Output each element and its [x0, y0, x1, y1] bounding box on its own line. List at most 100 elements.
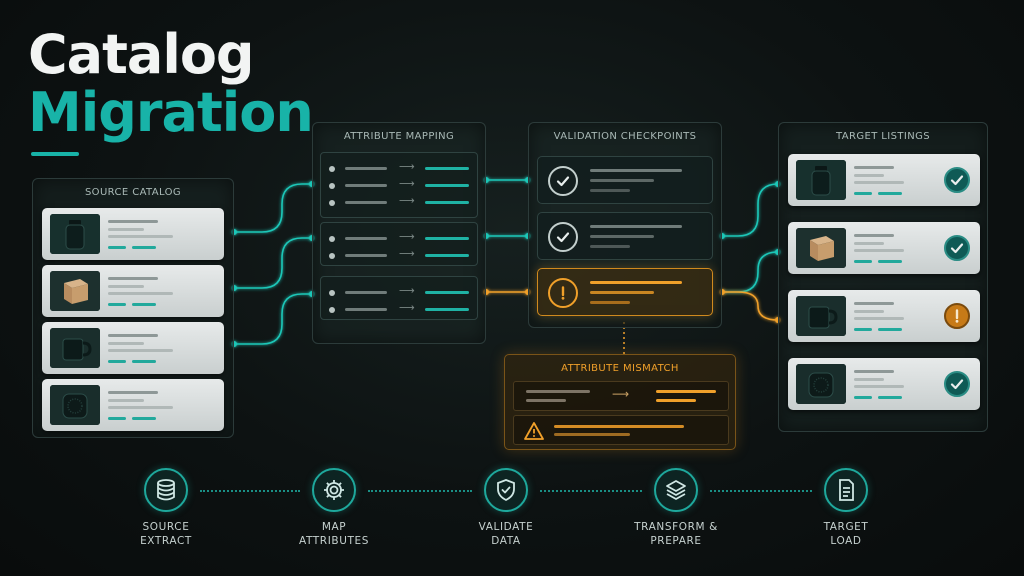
- card-tag-line: [132, 303, 156, 306]
- mug-icon: [50, 328, 100, 368]
- card-tag-line: [854, 328, 872, 331]
- card-tag-line: [878, 396, 902, 399]
- source-field-line: [345, 237, 387, 240]
- checkpoint-passed[interactable]: [537, 212, 713, 260]
- source-item-card[interactable]: [42, 379, 224, 431]
- exclamation-icon: [548, 278, 578, 308]
- pipeline-step-label: VALIDATE DATA: [478, 521, 534, 547]
- title-underline: [31, 152, 79, 156]
- card-tag-line: [854, 260, 872, 263]
- mapping-group[interactable]: ⟶ ⟶ ⟶: [320, 152, 478, 218]
- pipeline-step[interactable]: SOURCE EXTRACT: [111, 468, 221, 548]
- card-text-line: [108, 228, 144, 231]
- attribute-mapping-title: ATTRIBUTE MAPPING: [343, 131, 455, 142]
- card-text-line: [854, 310, 884, 313]
- pipeline-step[interactable]: TRANSFORM & PREPARE: [621, 468, 731, 548]
- card-tag-line: [878, 328, 902, 331]
- card-tag-line: [854, 396, 872, 399]
- card-text-line: [854, 242, 884, 245]
- mapping-dot: [329, 253, 335, 259]
- card-tag-line: [878, 192, 902, 195]
- card-tag-line: [878, 260, 902, 263]
- pipeline-step-label: TARGET LOAD: [823, 521, 869, 547]
- card-tag-line: [132, 417, 156, 420]
- database-icon: [144, 468, 188, 512]
- mapping-row: ⟶: [329, 247, 469, 260]
- wire-check-target-3: [722, 291, 779, 321]
- status-ok-badge: [944, 167, 970, 193]
- card-title-line: [108, 277, 159, 280]
- target-item-card[interactable]: [788, 222, 980, 274]
- mapping-arrow-icon: ⟶: [399, 301, 415, 314]
- mapping-row: ⟶: [329, 301, 469, 314]
- mapping-row: ⟶: [329, 230, 469, 243]
- target-field-line: [425, 254, 469, 257]
- card-title-line: [854, 370, 894, 373]
- mapping-arrow-icon: ⟶: [399, 230, 415, 243]
- mapping-arrow-icon: ⟶: [399, 160, 415, 173]
- page-title: Catalog Migration: [28, 23, 314, 140]
- mapping-dot: [329, 183, 335, 189]
- source-field-line: [345, 167, 387, 170]
- mapping-dot: [329, 166, 335, 172]
- source-item-card[interactable]: [42, 208, 224, 260]
- target-item-card[interactable]: [788, 290, 980, 342]
- warning-triangle-icon: [524, 422, 544, 444]
- target-item-card[interactable]: [788, 358, 980, 410]
- target-listings-title: TARGET LISTINGS: [836, 131, 930, 142]
- pipeline-step-label: SOURCE EXTRACT: [140, 521, 192, 547]
- source-field-line: [345, 291, 387, 294]
- box-icon: [796, 228, 846, 268]
- target-item-card[interactable]: [788, 154, 980, 206]
- pipeline-step-label: TRANSFORM & PREPARE: [634, 521, 718, 547]
- card-tag-line: [132, 360, 156, 363]
- checkpoint-line: [590, 169, 682, 172]
- source-field-line: [345, 184, 387, 187]
- checkpoint-line: [590, 301, 630, 304]
- mapping-group[interactable]: ⟶⟶: [320, 222, 478, 266]
- pipeline-step[interactable]: VALIDATE DATA: [451, 468, 561, 548]
- checkpoint-line: [590, 245, 630, 248]
- card-text-line: [854, 317, 904, 320]
- card-text-line: [854, 174, 884, 177]
- checkpoint-line: [590, 281, 682, 284]
- card-title-line: [854, 234, 894, 237]
- target-field-line: [425, 237, 469, 240]
- pipeline-connector: [710, 490, 812, 492]
- mapping-arrow-icon: ⟶: [399, 177, 415, 190]
- card-text-line: [854, 181, 904, 184]
- card-text-line: [854, 249, 904, 252]
- mismatch-arrow-icon: ⟶: [612, 387, 630, 401]
- speaker-icon: [796, 364, 846, 404]
- validation-title: VALIDATION CHECKPOINTS: [553, 131, 697, 142]
- card-tag-line: [108, 417, 126, 420]
- title-line-1: Catalog: [28, 23, 255, 86]
- check-icon: [548, 222, 578, 252]
- source-field-line: [345, 254, 387, 257]
- mapping-arrow-icon: ⟶: [399, 194, 415, 207]
- check-icon: [548, 166, 578, 196]
- mapping-dot: [329, 290, 335, 296]
- source-item-card[interactable]: [42, 265, 224, 317]
- source-item-card[interactable]: [42, 322, 224, 374]
- target-field-line: [425, 308, 469, 311]
- mapping-group[interactable]: ⟶⟶: [320, 276, 478, 320]
- checkpoint-line: [590, 291, 654, 294]
- card-tag-line: [132, 246, 156, 249]
- card-text-line: [108, 349, 173, 352]
- pipeline-step[interactable]: MAP ATTRIBUTES: [279, 468, 389, 548]
- checkpoint-passed[interactable]: [537, 156, 713, 204]
- mapping-arrow-icon: ⟶: [399, 247, 415, 260]
- card-tag-line: [854, 192, 872, 195]
- mug-icon: [796, 296, 846, 336]
- wire-source-1: [234, 183, 312, 233]
- target-field-line: [425, 167, 469, 170]
- checkpoint-warning[interactable]: [537, 268, 713, 316]
- box-icon: [50, 271, 100, 311]
- document-icon: [824, 468, 868, 512]
- status-ok-badge: [944, 371, 970, 397]
- wire-source-2: [234, 237, 312, 289]
- shield-check-icon: [484, 468, 528, 512]
- pipeline-step[interactable]: TARGET LOAD: [791, 468, 901, 548]
- mapping-dot: [329, 307, 335, 313]
